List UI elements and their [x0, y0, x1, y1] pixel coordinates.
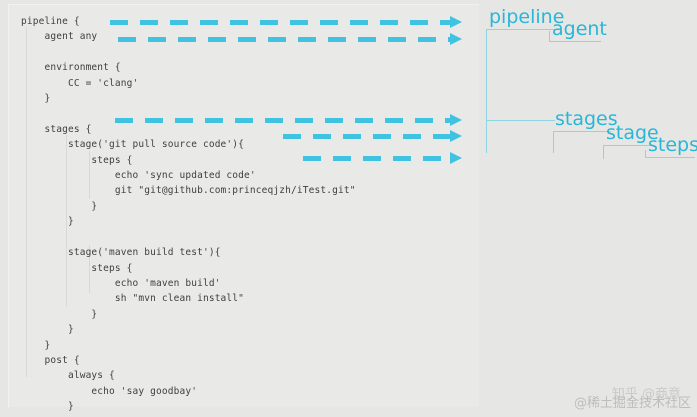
indent-guide-level1 [26, 27, 27, 377]
annotation-label-stages: stages [555, 108, 618, 130]
arrow-stage [283, 130, 462, 142]
arrow-steps-head [450, 152, 462, 164]
indent-guide-level3 [89, 151, 90, 199]
arrow-pipeline-line [110, 20, 451, 25]
arrow-agent [118, 33, 462, 45]
annotation-spine-pipeline [486, 29, 487, 153]
arrow-stages-head [450, 114, 462, 126]
arrow-steps [303, 152, 462, 164]
code-panel: pipeline { agent any environment { CC = … [8, 4, 479, 417]
annotation-rule-pipeline [486, 29, 560, 30]
indent-guide-level3b [89, 245, 90, 293]
annotation-rule-steps [645, 157, 695, 158]
annotation-label-stage: stage [606, 122, 659, 144]
annotation-rule-agent [549, 41, 601, 42]
annotation-spine-agent [549, 31, 550, 41]
arrow-pipeline-head [450, 16, 462, 28]
arrow-stages [115, 114, 462, 126]
annotation-label-agent: agent [552, 18, 607, 40]
annotation-tree: pipeline agent stages stage steps [478, 0, 697, 417]
annotation-label-steps: steps [648, 134, 697, 156]
arrow-agent-head [450, 33, 462, 45]
arrow-agent-line [118, 37, 451, 42]
annotation-rule-stages [553, 131, 611, 132]
arrow-pipeline [110, 16, 462, 28]
annotation-rule-stage [603, 145, 653, 146]
arrow-steps-line [303, 156, 451, 161]
annotation-label-pipeline: pipeline [489, 6, 565, 28]
arrow-stage-line [283, 134, 451, 139]
annotation-spine-stage [603, 145, 604, 159]
annotation-branch-stages [486, 120, 555, 121]
annotation-spine-steps [645, 150, 646, 157]
arrow-stage-head [450, 130, 462, 142]
arrow-stages-line [115, 118, 451, 123]
annotation-spine-stages [553, 131, 554, 153]
pipeline-source-code: pipeline { agent any environment { CC = … [21, 16, 356, 417]
indent-guide-level2 [66, 135, 67, 307]
